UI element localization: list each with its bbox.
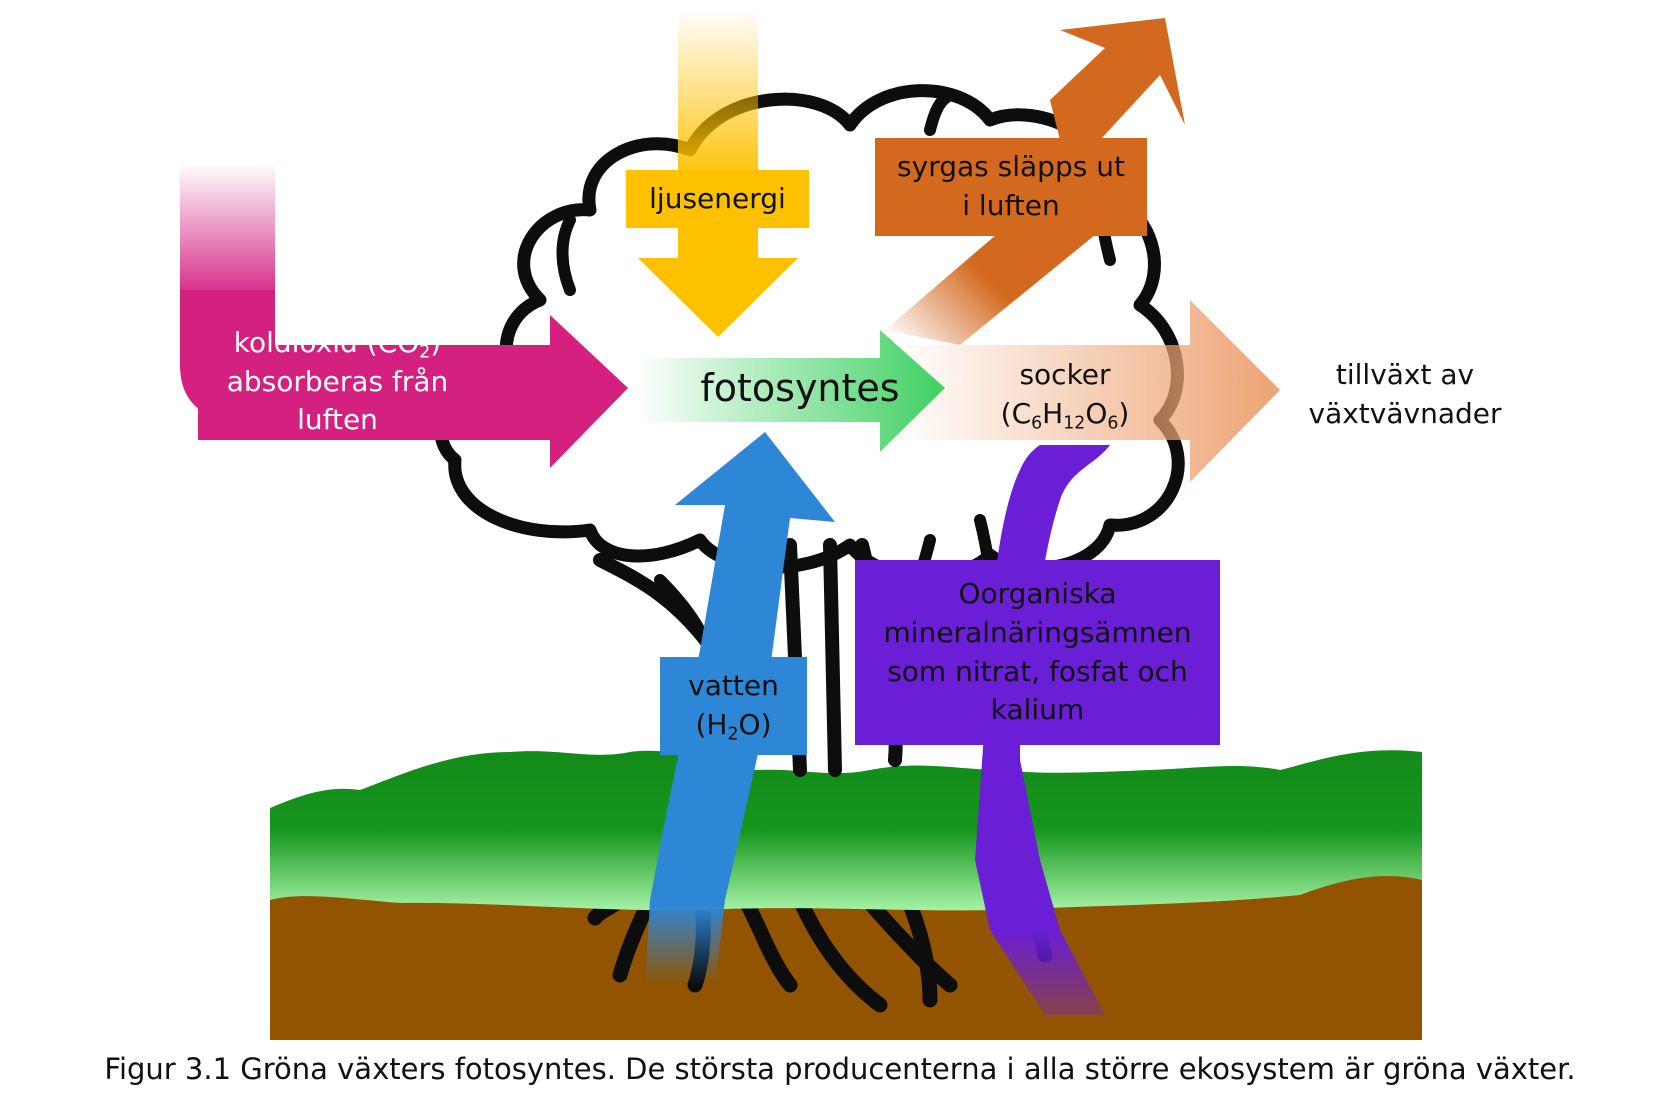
oxygen-label-box <box>875 138 1147 236</box>
minerals-label-box <box>855 560 1220 745</box>
canopy-inner-curve-3 <box>924 89 956 136</box>
sugar-label: socker (C6H12O6) <box>1000 358 1130 434</box>
light-label-box <box>626 170 809 228</box>
photosynthesis-arrow <box>635 330 945 452</box>
figure-caption: Figur 3.1 Gröna växters fotosyntes. De s… <box>104 1052 1576 1086</box>
canopy-inner-curve-1 <box>556 214 576 296</box>
photosynthesis-label: fotosyntes <box>700 365 900 410</box>
growth-label: tillväxt av växtvävnader <box>1308 358 1502 430</box>
water-label: vatten (H2O) <box>688 669 779 745</box>
co2-arrow <box>180 163 628 468</box>
co2-label-line2: absorberas från <box>226 364 449 398</box>
soil-top-edge <box>270 880 1422 940</box>
co2-label: koldioxid (CO2) absorberas från luften <box>190 318 485 446</box>
co2-label-line1: koldioxid (CO2) <box>233 326 442 363</box>
grass-layer <box>270 750 1422 911</box>
water-label-box <box>660 657 807 755</box>
tree-canopy <box>434 84 1185 583</box>
co2-label-line3: luften <box>297 403 378 437</box>
oxygen-label: syrgas släpps ut i luften <box>897 150 1125 222</box>
minerals-label: Oorganiska mineralnäringsämnen som nitra… <box>883 577 1192 727</box>
light-label: ljusenergi <box>649 181 786 215</box>
sugar-arrow <box>895 300 1280 482</box>
